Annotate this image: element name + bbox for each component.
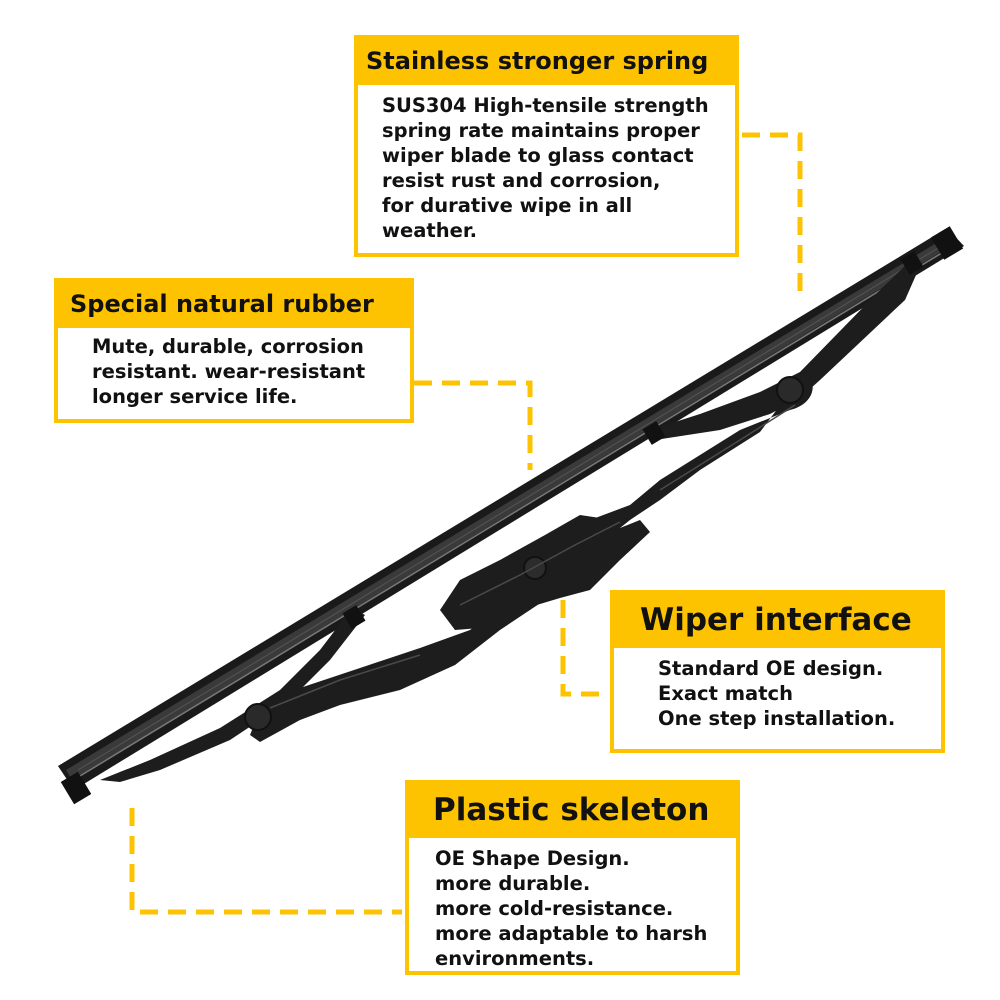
plastic-skeleton <box>100 251 924 782</box>
callout-title: Stainless stronger spring <box>358 39 735 85</box>
leader-line-rubber <box>414 380 533 470</box>
callout-wiper-interface: Wiper interface Standard OE design. Exac… <box>610 590 945 753</box>
leader-line-skeleton <box>129 808 402 915</box>
blade-rail <box>58 226 964 805</box>
center-rivet <box>523 556 547 580</box>
left-pivot <box>244 703 272 731</box>
right-pivot <box>776 376 804 404</box>
callout-text: Standard OE design. Exact match One step… <box>658 657 896 730</box>
leader-line-interface <box>560 600 606 697</box>
callout-title: Plastic skeleton <box>409 784 736 838</box>
callout-text: SUS304 High-tensile strength spring rate… <box>382 94 709 242</box>
leader-lines <box>129 132 803 915</box>
callout-natural-rubber: Special natural rubber Mute, durable, co… <box>54 278 414 423</box>
callout-text: OE Shape Design. more durable. more cold… <box>435 847 708 970</box>
callout-plastic-skeleton: Plastic skeleton OE Shape Design. more d… <box>405 780 740 975</box>
callout-title: Special natural rubber <box>58 282 410 328</box>
leader-line-spring <box>742 132 803 298</box>
callout-stainless-spring: Stainless stronger spring SUS304 High-te… <box>354 35 739 257</box>
callout-text: Mute, durable, corrosion resistant. wear… <box>92 335 366 408</box>
callout-title: Wiper interface <box>614 594 941 648</box>
